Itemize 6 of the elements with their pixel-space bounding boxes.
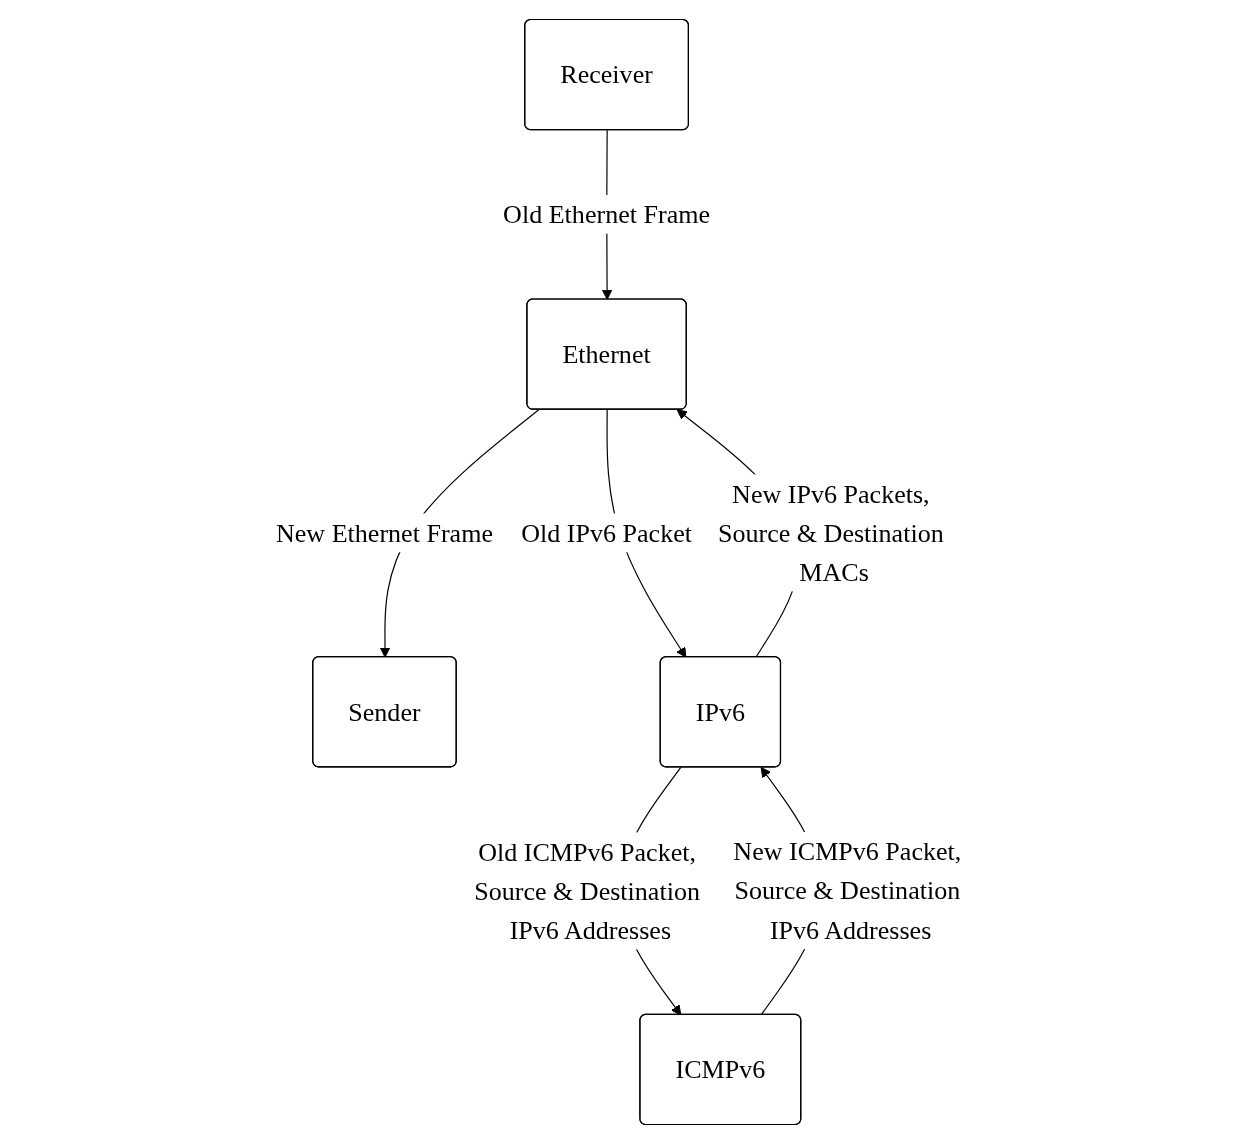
edge-label: New ICMPv6 Packet, Source & Destination IPv6 Addresses — [733, 836, 962, 945]
edge-label: New Ethernet Frame — [275, 518, 493, 548]
edge-label: Old Ethernet Frame — [503, 199, 711, 230]
edge-label: Old ICMPv6 Packet, Source & Destination IPv6 Addresses — [474, 837, 700, 945]
edge-label: New IPv6 Packets, Source & Destination MACs — [717, 479, 944, 587]
edge-label: Old IPv6 Packet — [521, 518, 692, 548]
